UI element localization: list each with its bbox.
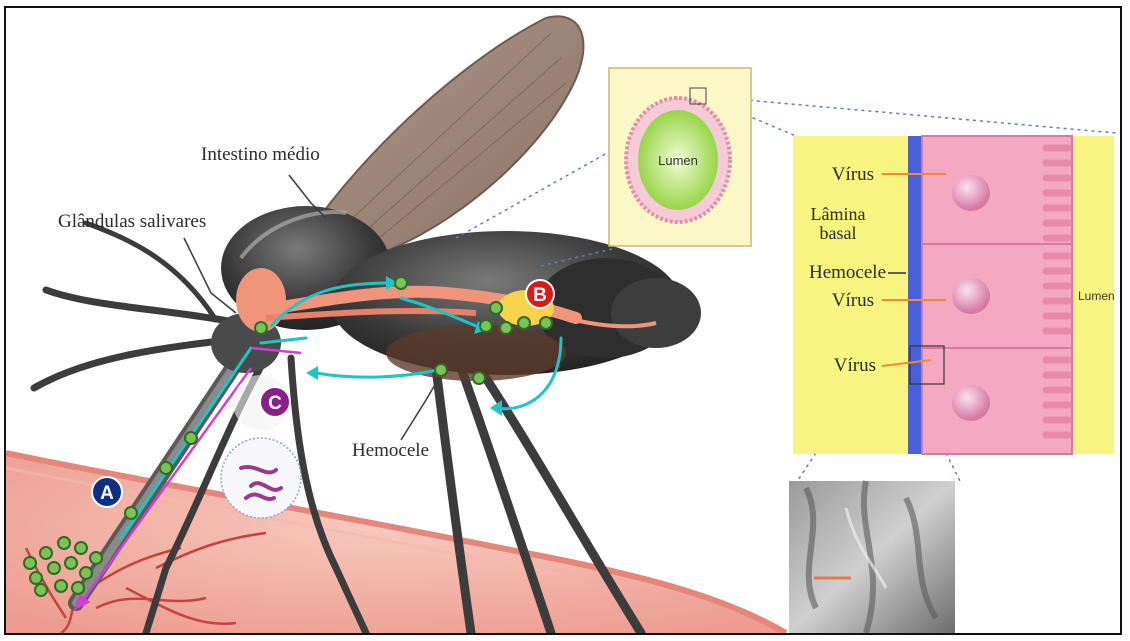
basal-lamina <box>908 136 922 454</box>
sem-micrograph <box>789 481 955 633</box>
midgut-inset: Lumen <box>609 68 751 246</box>
panel-virus-label-2: Vírus <box>832 290 874 311</box>
mosquito-diagram: Lumen Vírus Lâmina basal <box>6 8 1120 633</box>
marker-c: C <box>260 387 290 417</box>
panel-virus-label-1: Vírus <box>832 164 874 185</box>
label-intestino-medio: Intestino médio <box>201 144 320 165</box>
diagram-frame: Lumen Vírus Lâmina basal <box>4 6 1122 635</box>
panel-lamina-label-2: basal <box>820 223 857 243</box>
marker-b: B <box>526 280 554 308</box>
marker-a: A <box>92 477 122 507</box>
epithelial-cells <box>922 136 1072 454</box>
label-glandulas-salivares: Glândulas salivares <box>58 211 206 232</box>
cell-panel: Vírus Lâmina basal Hemocele Vírus Vírus … <box>793 136 1115 454</box>
marker-c-label: C <box>268 393 282 414</box>
inset-lumen-label: Lumen <box>658 153 698 168</box>
label-hemocele: Hemocele <box>352 440 429 461</box>
panel-hemocele-label: Hemocele <box>809 262 886 283</box>
marker-b-label: B <box>533 285 547 306</box>
panel-virus-label-3: Vírus <box>834 355 876 376</box>
panel-lamina-label-1: Lâmina <box>811 204 866 224</box>
panel-lumen-label: Lumen <box>1078 289 1115 303</box>
marker-a-label: A <box>100 483 114 504</box>
